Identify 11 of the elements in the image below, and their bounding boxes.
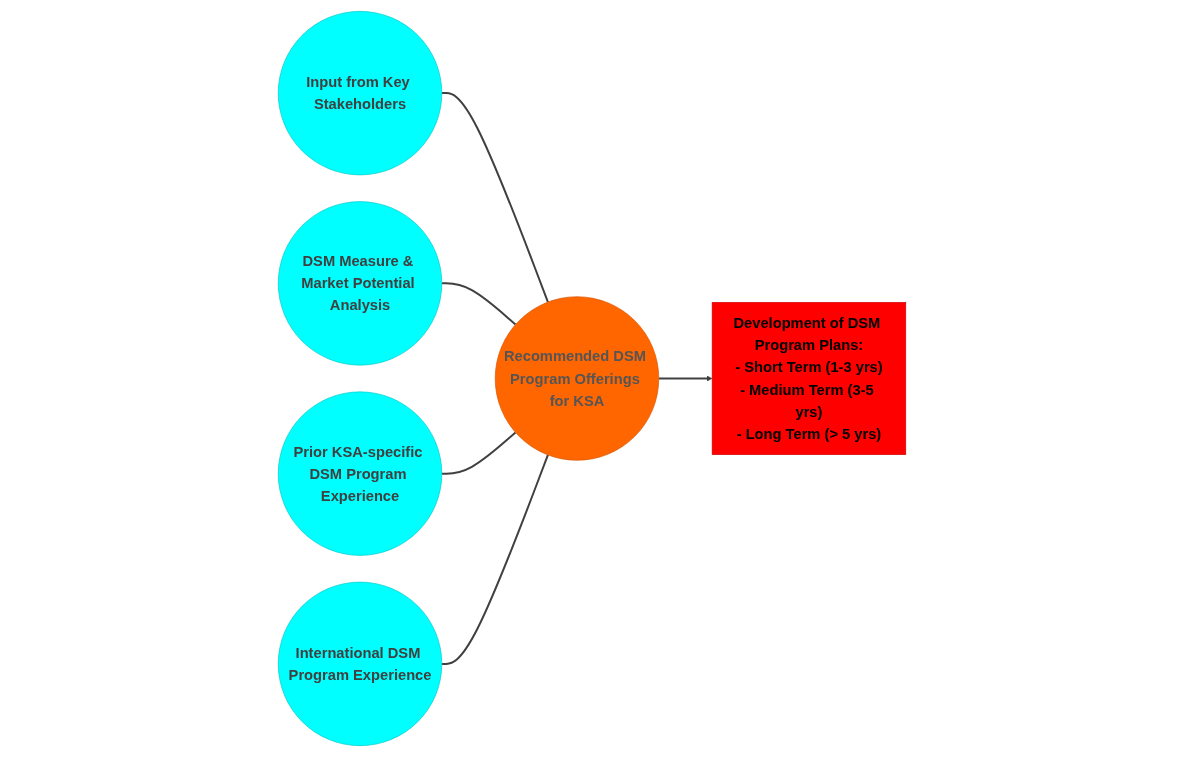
arrow: [657, 375, 713, 382]
node-circle: Recommended DSM Program Offerings for KSA: [494, 296, 660, 461]
connector: [440, 92, 549, 304]
node-circle: Prior KSA-specific DSM Program Experience: [277, 391, 443, 556]
connector: [440, 431, 517, 475]
connector: [440, 282, 517, 326]
node-circle: Input from Key Stakeholders: [277, 11, 443, 176]
node-circle: International DSM Program Experience: [277, 581, 443, 746]
node-circle: DSM Measure & Market Potential Analysis: [277, 201, 443, 366]
connector: [440, 453, 549, 665]
node-box: Development of DSM Program Plans: - Short Term (1-3 yrs) - Medium Term (3-5 yrs) - Long Term (> 5 yrs): [711, 302, 907, 455]
